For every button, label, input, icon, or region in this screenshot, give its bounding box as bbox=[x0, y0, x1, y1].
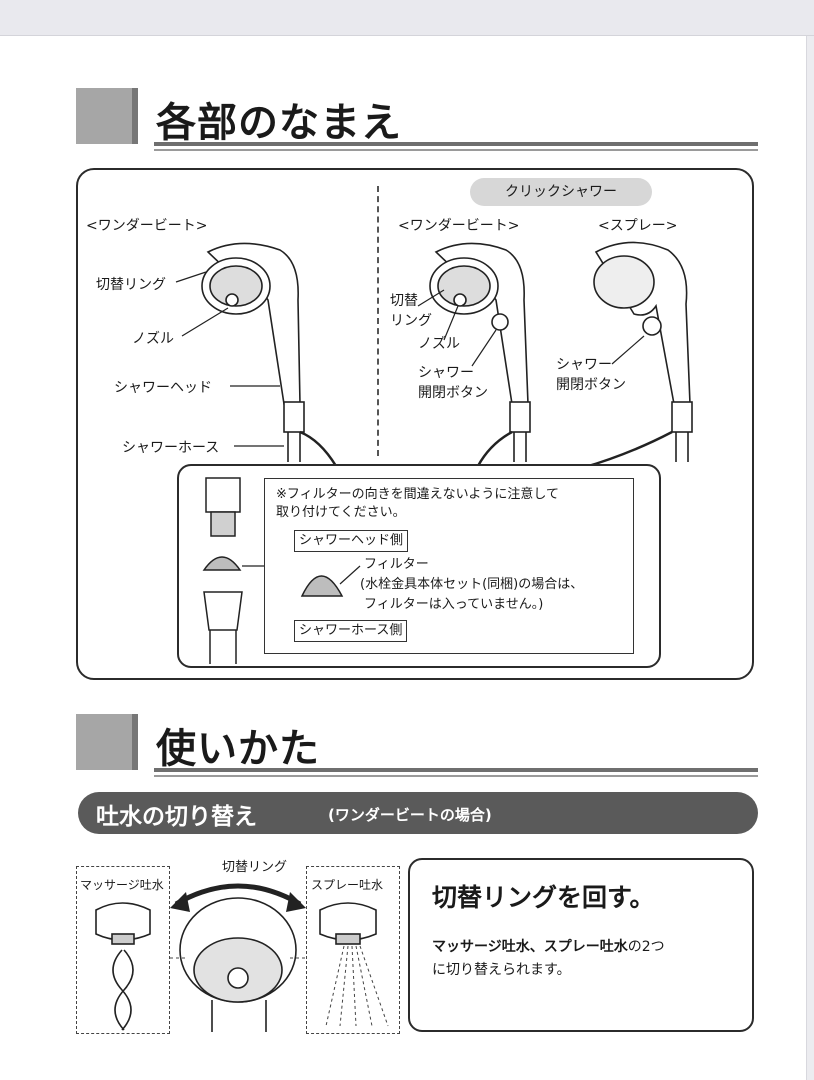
section-marker-edge bbox=[132, 714, 138, 770]
leader-lines bbox=[175, 271, 645, 447]
label-shower-hose: シャワーホース bbox=[122, 440, 220, 456]
spray-nozzle-shape bbox=[335, 933, 361, 945]
section-header-usage: 使いかた bbox=[76, 714, 758, 786]
right-spray-face bbox=[593, 255, 655, 309]
left-nozzle-shape bbox=[225, 293, 239, 307]
instruction-separator: 、 bbox=[529, 939, 544, 955]
right-hose-joint bbox=[671, 401, 693, 433]
label-nozzle: ノズル bbox=[132, 331, 174, 347]
section-rule bbox=[154, 768, 758, 772]
top-strip bbox=[0, 0, 814, 36]
section-title: 各部のなまえ bbox=[156, 100, 402, 146]
rotate-arrow-heads bbox=[170, 892, 306, 912]
head-side-thread bbox=[210, 511, 236, 537]
label-spray: スプレー吐水 bbox=[309, 876, 386, 893]
section-marker bbox=[76, 88, 132, 144]
section-marker bbox=[76, 714, 132, 770]
filter-large-shape bbox=[300, 575, 344, 597]
mid-hose-shape bbox=[513, 432, 527, 462]
label-ring: 切替リング bbox=[222, 860, 288, 875]
label-massage: マッサージ吐水 bbox=[78, 876, 166, 893]
label-left-head-type: <ワンダービート> bbox=[86, 218, 208, 234]
instruction-bold-massage: マッサージ吐水 bbox=[432, 939, 530, 955]
label-right-head-type: <スプレー> bbox=[598, 218, 678, 234]
spray-stream bbox=[325, 945, 389, 1027]
switching-title: 吐水の切り替え bbox=[96, 804, 257, 830]
tag-hose-side: シャワーホース側 bbox=[294, 620, 408, 642]
switching-bar: 吐水の切り替え (ワンダービートの場合) bbox=[78, 792, 758, 834]
filter-label: フィルター bbox=[364, 557, 429, 572]
section-rule-thin bbox=[154, 775, 758, 777]
left-hose-joint bbox=[283, 401, 305, 433]
filter-warning-line2: 取り付けてください。 bbox=[276, 505, 406, 520]
left-hose-shape bbox=[287, 432, 301, 462]
right-hose-shape bbox=[675, 432, 689, 462]
filter-note-line2: フィルターは入っていません。) bbox=[364, 597, 544, 612]
right-button-shape bbox=[642, 316, 662, 336]
label-mid-switch-ring-2: リング bbox=[390, 313, 432, 329]
hose-side-fitting bbox=[203, 591, 243, 631]
instruction-bold-spray: スプレー吐水 bbox=[543, 939, 628, 955]
spray-mode-frame bbox=[306, 866, 400, 1034]
center-handle-shape bbox=[211, 1000, 267, 1032]
label-mid-button-2: 開閉ボタン bbox=[418, 385, 488, 401]
section-marker-edge bbox=[132, 88, 138, 144]
instruction-line2: に切り替えられます。 bbox=[432, 962, 571, 978]
section-rule-thin bbox=[154, 149, 758, 151]
label-mid-button-1: シャワー bbox=[418, 365, 474, 381]
label-shower-head: シャワーヘッド bbox=[114, 380, 212, 396]
section-rule bbox=[154, 142, 758, 146]
mid-button-shape bbox=[491, 313, 509, 331]
switching-subtitle: (ワンダービートの場合) bbox=[328, 806, 492, 824]
instruction-box: 切替リングを回す。 マッサージ吐水、スプレー吐水の2つ に切り替えられます。 bbox=[408, 858, 754, 1032]
section-title: 使いかた bbox=[156, 726, 320, 772]
instruction-text: マッサージ吐水、スプレー吐水の2つ に切り替えられます。 bbox=[432, 936, 665, 982]
massage-nozzle-shape bbox=[111, 933, 135, 945]
mid-ring-shape bbox=[437, 265, 491, 307]
label-switch-ring: 切替リング bbox=[96, 277, 166, 293]
left-ring-shape bbox=[209, 265, 263, 307]
filter-note-line1: (水栓金具本体セット(同梱)の場合は、 bbox=[360, 577, 584, 592]
mid-hose-joint bbox=[509, 401, 531, 433]
filter-note-box bbox=[264, 478, 634, 654]
rotate-arrow bbox=[174, 883, 302, 907]
mid-nozzle-shape bbox=[453, 293, 467, 307]
hose-side-tube bbox=[209, 630, 237, 664]
instruction-heading: 切替リングを回す。 bbox=[432, 883, 655, 912]
section-header-parts: 各部のなまえ bbox=[76, 88, 758, 160]
label-right-button-1: シャワー bbox=[556, 357, 612, 373]
parts-diagram-frame bbox=[76, 168, 754, 680]
massage-stream bbox=[112, 949, 134, 1031]
label-mid-switch-ring-1: 切替 bbox=[390, 293, 418, 309]
center-nozzle-shape bbox=[227, 967, 249, 989]
divider-dashed bbox=[377, 186, 379, 456]
tag-head-side: シャワーヘッド側 bbox=[294, 530, 409, 552]
page-edge bbox=[806, 36, 814, 1080]
filter-small-shape bbox=[202, 556, 242, 571]
instruction-tail: の2つ bbox=[627, 939, 665, 955]
click-shower-badge: クリックシャワー bbox=[470, 178, 652, 206]
label-right-button-2: 開閉ボタン bbox=[556, 377, 626, 393]
label-mid-head-type: <ワンダービート> bbox=[398, 218, 520, 234]
massage-mode-frame bbox=[76, 866, 170, 1034]
spray-head-shape bbox=[319, 902, 377, 941]
massage-head-shape bbox=[95, 902, 151, 941]
filter-leader-right bbox=[339, 565, 361, 585]
filter-warning-line1: ※フィルターの向きを間違えないように注意して bbox=[276, 487, 559, 502]
label-mid-nozzle: ノズル bbox=[418, 336, 460, 352]
